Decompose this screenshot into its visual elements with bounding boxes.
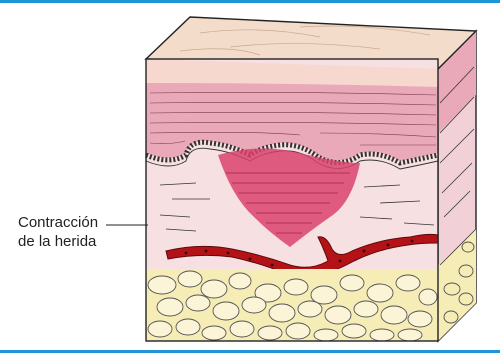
wound-contraction-label: Contracción de la herida xyxy=(18,213,138,251)
skin-block-diagram xyxy=(0,3,500,353)
label-line-1: Contracción xyxy=(18,213,138,232)
label-line-2: de la herida xyxy=(18,232,138,251)
